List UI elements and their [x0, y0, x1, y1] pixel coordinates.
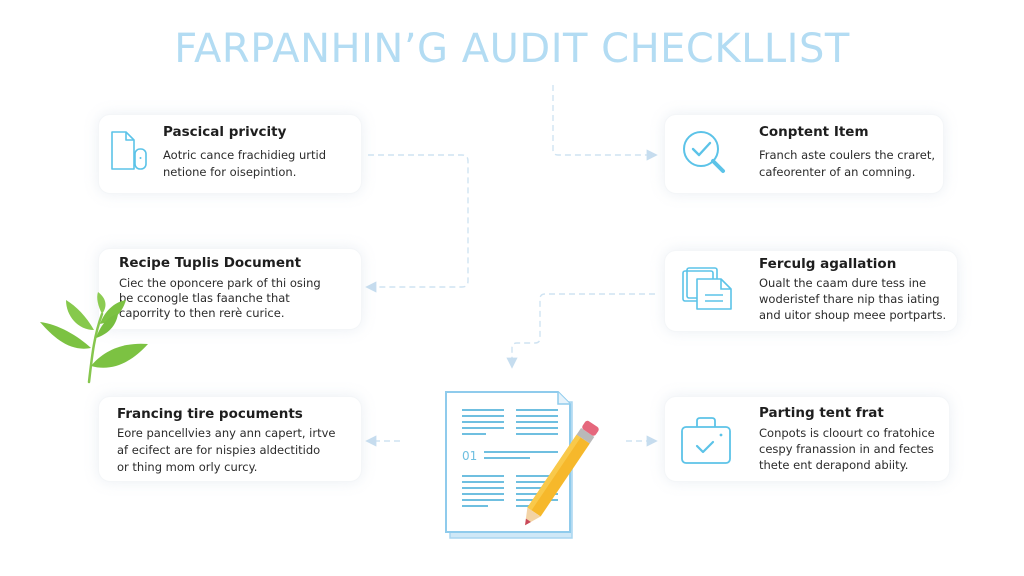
card-description-line: af ecifect are for nispieз aldectitido	[117, 443, 321, 457]
card-description-line: cespy franassion in and fectes	[759, 442, 934, 456]
card-description-line: cafeorenter of an comning.	[759, 165, 916, 179]
document-pencil-icon: 01	[445, 391, 599, 539]
card-francing-tire-pocuments[interactable]: Francing tire pocuments Eore pancellvieз…	[98, 396, 362, 482]
card-description-line: Conpots is cloourt co fratohice	[759, 426, 935, 440]
card-description-line: Franch aste coulers the craret,	[759, 148, 936, 162]
card-description-line: Aotric cance frachidieg urtid	[163, 148, 326, 162]
card-description-line: netione for oisepintion.	[163, 165, 297, 179]
card-pascical-privcity[interactable]: Pascical privcity Aotric cance frachidie…	[98, 114, 362, 194]
magnifier-check-icon	[683, 131, 725, 173]
card-ferculg-agallation[interactable]: Ferculg agallation Oualt the caam dure t…	[664, 250, 958, 332]
card-parting-tent-frat[interactable]: Parting tent frat Conpots is cloourt co …	[664, 396, 950, 482]
card-heading: Ferculg agallation	[759, 256, 897, 272]
briefcase-check-icon	[681, 417, 731, 464]
page-title: FARPANHIN’G AUDIT CHECKLLIST	[174, 26, 850, 72]
card-description-line: be cconogle tlas faanche that	[119, 291, 290, 305]
card-recipe-tuplis-document[interactable]: Recipe Tuplis Document Ciec the oponcere…	[98, 248, 362, 330]
card-heading: Parting tent frat	[759, 405, 884, 421]
card-description-line: thete ent derapond abiity.	[759, 458, 909, 472]
stacked-documents-icon	[682, 267, 732, 310]
card-description-line: Eore pancellvieз any ann capert, irtve	[117, 426, 336, 440]
card-description-line: and uitor shoup meee portparts.	[759, 308, 947, 322]
card-description-line: Ciec the oponcere park of thi osing	[119, 276, 321, 290]
connector-agallation-to-document	[506, 293, 655, 369]
card-description-line: caporrity to then rerè curice.	[119, 306, 285, 320]
card-heading: Pascical privcity	[163, 124, 287, 140]
card-conptent-item[interactable]: Conptent Item Franch aste coulers the cr…	[664, 114, 944, 194]
document-mouse-icon	[111, 131, 147, 170]
card-description-line: Oualt the caam dure tess ine	[759, 276, 927, 290]
leaf-icon	[40, 292, 148, 384]
card-heading: Conptent Item	[759, 124, 869, 140]
connector-title-to-content-item	[552, 85, 658, 161]
document-number-label: 01	[462, 449, 477, 463]
card-description-line: woderistef thare nip thas iating	[759, 292, 940, 306]
card-heading: Francing tire pocuments	[117, 406, 303, 422]
card-heading: Recipe Tuplis Document	[119, 255, 302, 271]
card-description-line: or thing mom orly curcy.	[117, 460, 258, 474]
connector-privacy-to-recipe	[365, 154, 469, 293]
